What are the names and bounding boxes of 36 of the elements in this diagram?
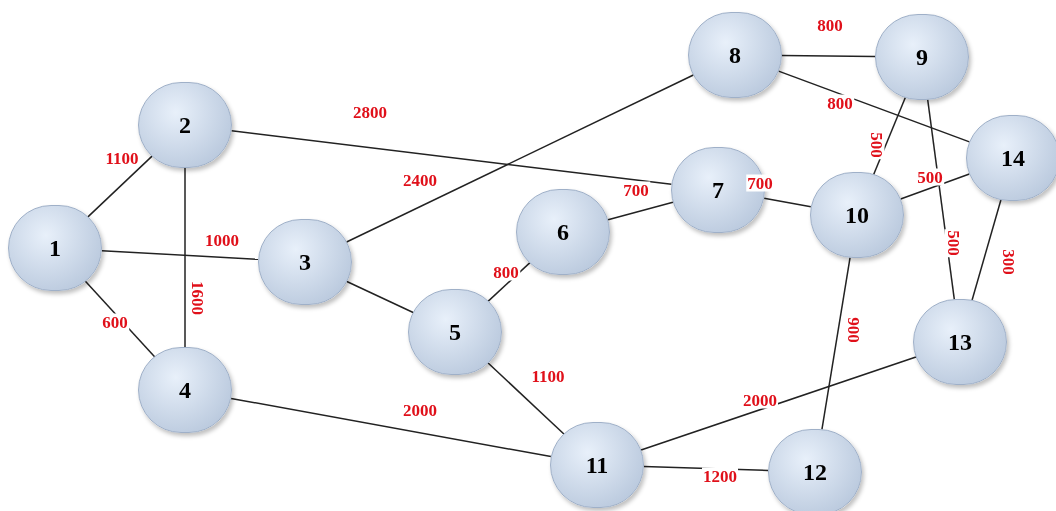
edge-label: 500 — [944, 229, 962, 257]
connector-line — [184, 167, 186, 348]
node-number: 1 — [49, 236, 61, 260]
connector-line — [899, 173, 971, 200]
node-number: 11 — [585, 453, 609, 477]
connector-line — [230, 129, 673, 186]
connector-line — [345, 74, 695, 243]
edge-label: 1200 — [702, 467, 738, 485]
node-number: 2 — [179, 113, 191, 137]
node-number: 4 — [179, 378, 191, 402]
node-number: 12 — [803, 460, 827, 484]
connector-line — [101, 249, 259, 261]
connector-line — [781, 54, 876, 58]
node-number: 5 — [449, 320, 461, 344]
node-number: 6 — [557, 220, 569, 244]
connector-line — [640, 356, 917, 451]
connector-line — [821, 256, 851, 431]
node-number: 7 — [712, 178, 724, 202]
node-number: 9 — [916, 45, 928, 69]
node-number: 10 — [845, 203, 869, 227]
edge-label: 700 — [746, 174, 774, 192]
connector-line — [86, 155, 154, 218]
edge-label: 700 — [622, 181, 650, 199]
connector-line — [872, 96, 907, 176]
edge-label: 500 — [916, 168, 944, 186]
node-number: 13 — [948, 330, 972, 354]
connector-line — [487, 362, 565, 435]
connector-line — [777, 70, 971, 143]
edge-label: 800 — [826, 94, 854, 112]
node-number: 8 — [729, 43, 741, 67]
node-number: 3 — [299, 250, 311, 274]
connector-line — [763, 197, 812, 208]
edge-label: 600 — [101, 313, 129, 331]
connector-line — [346, 280, 414, 314]
node-number: 14 — [1001, 146, 1025, 170]
connector-line — [230, 397, 552, 458]
